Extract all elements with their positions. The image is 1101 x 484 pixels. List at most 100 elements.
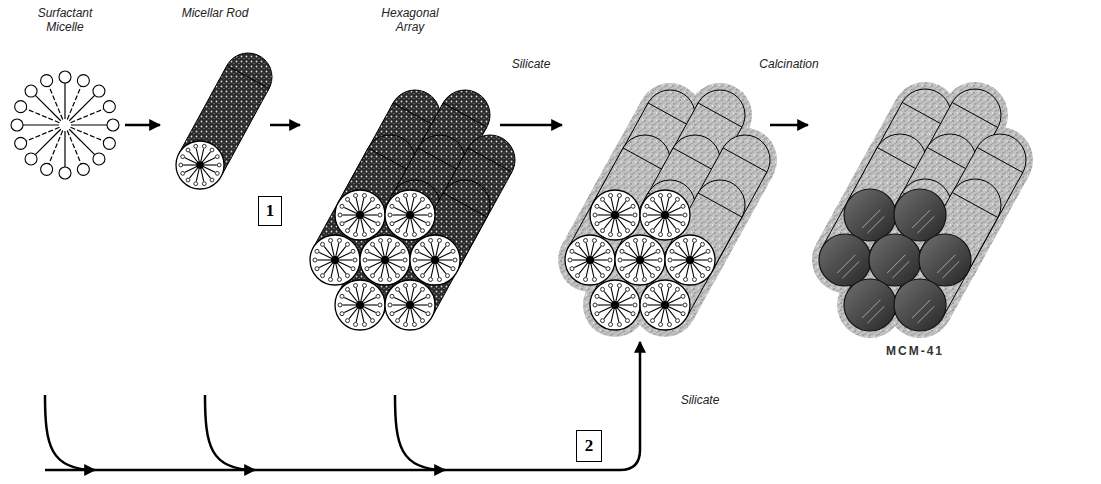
illustration-part bbox=[606, 249, 610, 253]
illustration-part bbox=[340, 222, 344, 226]
illustration-part bbox=[626, 242, 630, 246]
illustration-part bbox=[25, 85, 37, 97]
illustration-part bbox=[335, 190, 385, 240]
stage-name: MCM-41 bbox=[886, 345, 944, 359]
illustration-part bbox=[354, 322, 358, 326]
illustration-part bbox=[625, 319, 629, 323]
stage-illustration: Hexagonal Array bbox=[300, 4, 520, 344]
illustration-part bbox=[617, 322, 621, 326]
illustration-part bbox=[659, 322, 663, 326]
illustration-part bbox=[625, 229, 629, 233]
illustration-part bbox=[396, 197, 400, 201]
illustration-part bbox=[676, 274, 680, 278]
illustration-part bbox=[181, 155, 185, 159]
illustration-part bbox=[202, 182, 206, 186]
illustration-part bbox=[595, 294, 599, 298]
illustration-part bbox=[606, 267, 610, 271]
illustration-part bbox=[595, 222, 599, 226]
illustration-part bbox=[335, 280, 385, 330]
illustration-part bbox=[620, 249, 624, 253]
illustration-part bbox=[426, 294, 430, 298]
illustration-part bbox=[345, 242, 349, 246]
illustration-part bbox=[362, 232, 366, 236]
illustration-part bbox=[844, 189, 896, 241]
illustration-part bbox=[77, 75, 89, 87]
illustration-part bbox=[420, 319, 424, 323]
illustration-part bbox=[337, 239, 341, 243]
illustration-part bbox=[103, 137, 115, 149]
illustration-part bbox=[196, 161, 204, 169]
illustration-part bbox=[321, 242, 325, 246]
illustration-part bbox=[684, 277, 688, 281]
illustration-part bbox=[378, 213, 382, 217]
illustration-part bbox=[67, 131, 81, 164]
illustration-part bbox=[912, 210, 930, 228]
illustration-part bbox=[601, 287, 605, 291]
illustration-part bbox=[77, 163, 89, 175]
illustration-part bbox=[500, 124, 562, 127]
illustration-part bbox=[376, 204, 380, 208]
mcm41-structure bbox=[812, 82, 1033, 338]
stage-illustration: MCM-41 bbox=[795, 70, 1035, 362]
callout-number: 2 bbox=[585, 436, 594, 456]
illustration-part bbox=[675, 229, 679, 233]
illustration-part bbox=[338, 213, 342, 217]
illustration-part bbox=[645, 294, 649, 298]
illustration-part bbox=[93, 85, 105, 97]
process-arrow bbox=[500, 125, 808, 126]
stage-illustration: Surfactant Micelle bbox=[5, 4, 125, 189]
reagent-label: Silicate bbox=[679, 394, 722, 408]
illustration-part bbox=[381, 256, 389, 264]
illustration-part bbox=[437, 239, 441, 243]
illustration-part bbox=[404, 232, 408, 236]
illustration-part bbox=[894, 189, 946, 241]
illustration-part bbox=[426, 204, 430, 208]
process-label: Calcination bbox=[757, 58, 820, 72]
illustration-part bbox=[570, 267, 574, 271]
illustration-part bbox=[345, 274, 349, 278]
illustration-part bbox=[645, 312, 649, 316]
illustration-part bbox=[107, 119, 119, 131]
illustration-part bbox=[351, 267, 355, 271]
illustration-part bbox=[404, 322, 408, 326]
illustration-part bbox=[869, 234, 921, 286]
illustration-part bbox=[371, 274, 375, 278]
illustration-part bbox=[651, 319, 655, 323]
illustration-part bbox=[862, 210, 880, 228]
illustration-part bbox=[202, 144, 206, 148]
illustration-part bbox=[390, 312, 394, 316]
illustration-part bbox=[365, 249, 369, 253]
illustration-part bbox=[370, 197, 374, 201]
illustration-part bbox=[600, 274, 604, 278]
illustration-part bbox=[600, 242, 604, 246]
illustration-part bbox=[401, 267, 405, 271]
process-arrow bbox=[125, 124, 160, 127]
illustration-part bbox=[608, 258, 612, 262]
illustration-part bbox=[568, 258, 572, 262]
illustration-part bbox=[71, 124, 107, 125]
illustration-part bbox=[64, 131, 65, 167]
illustration-part bbox=[310, 235, 360, 285]
illustration-part bbox=[429, 239, 433, 243]
illustration-part bbox=[645, 222, 649, 226]
illustration-part bbox=[176, 141, 224, 189]
illustration-part bbox=[586, 256, 594, 264]
illustration-part bbox=[420, 229, 424, 233]
illustration-part bbox=[390, 222, 394, 226]
illustration-part bbox=[313, 258, 317, 262]
illustration-part bbox=[215, 171, 219, 175]
illustration-part bbox=[659, 194, 663, 198]
illustration-part bbox=[404, 284, 408, 288]
illustration-part bbox=[370, 287, 374, 291]
illustration-part bbox=[670, 249, 674, 253]
illustration-part bbox=[412, 284, 416, 288]
illustration-part bbox=[593, 213, 597, 217]
illustration-part bbox=[681, 204, 685, 208]
illustration-part bbox=[590, 190, 640, 240]
illustration-part bbox=[706, 267, 710, 271]
illustration-part bbox=[620, 267, 624, 271]
illustration-part bbox=[217, 163, 221, 167]
illustration-part bbox=[675, 319, 679, 323]
illustration-part bbox=[576, 242, 580, 246]
illustration-part bbox=[661, 301, 669, 309]
